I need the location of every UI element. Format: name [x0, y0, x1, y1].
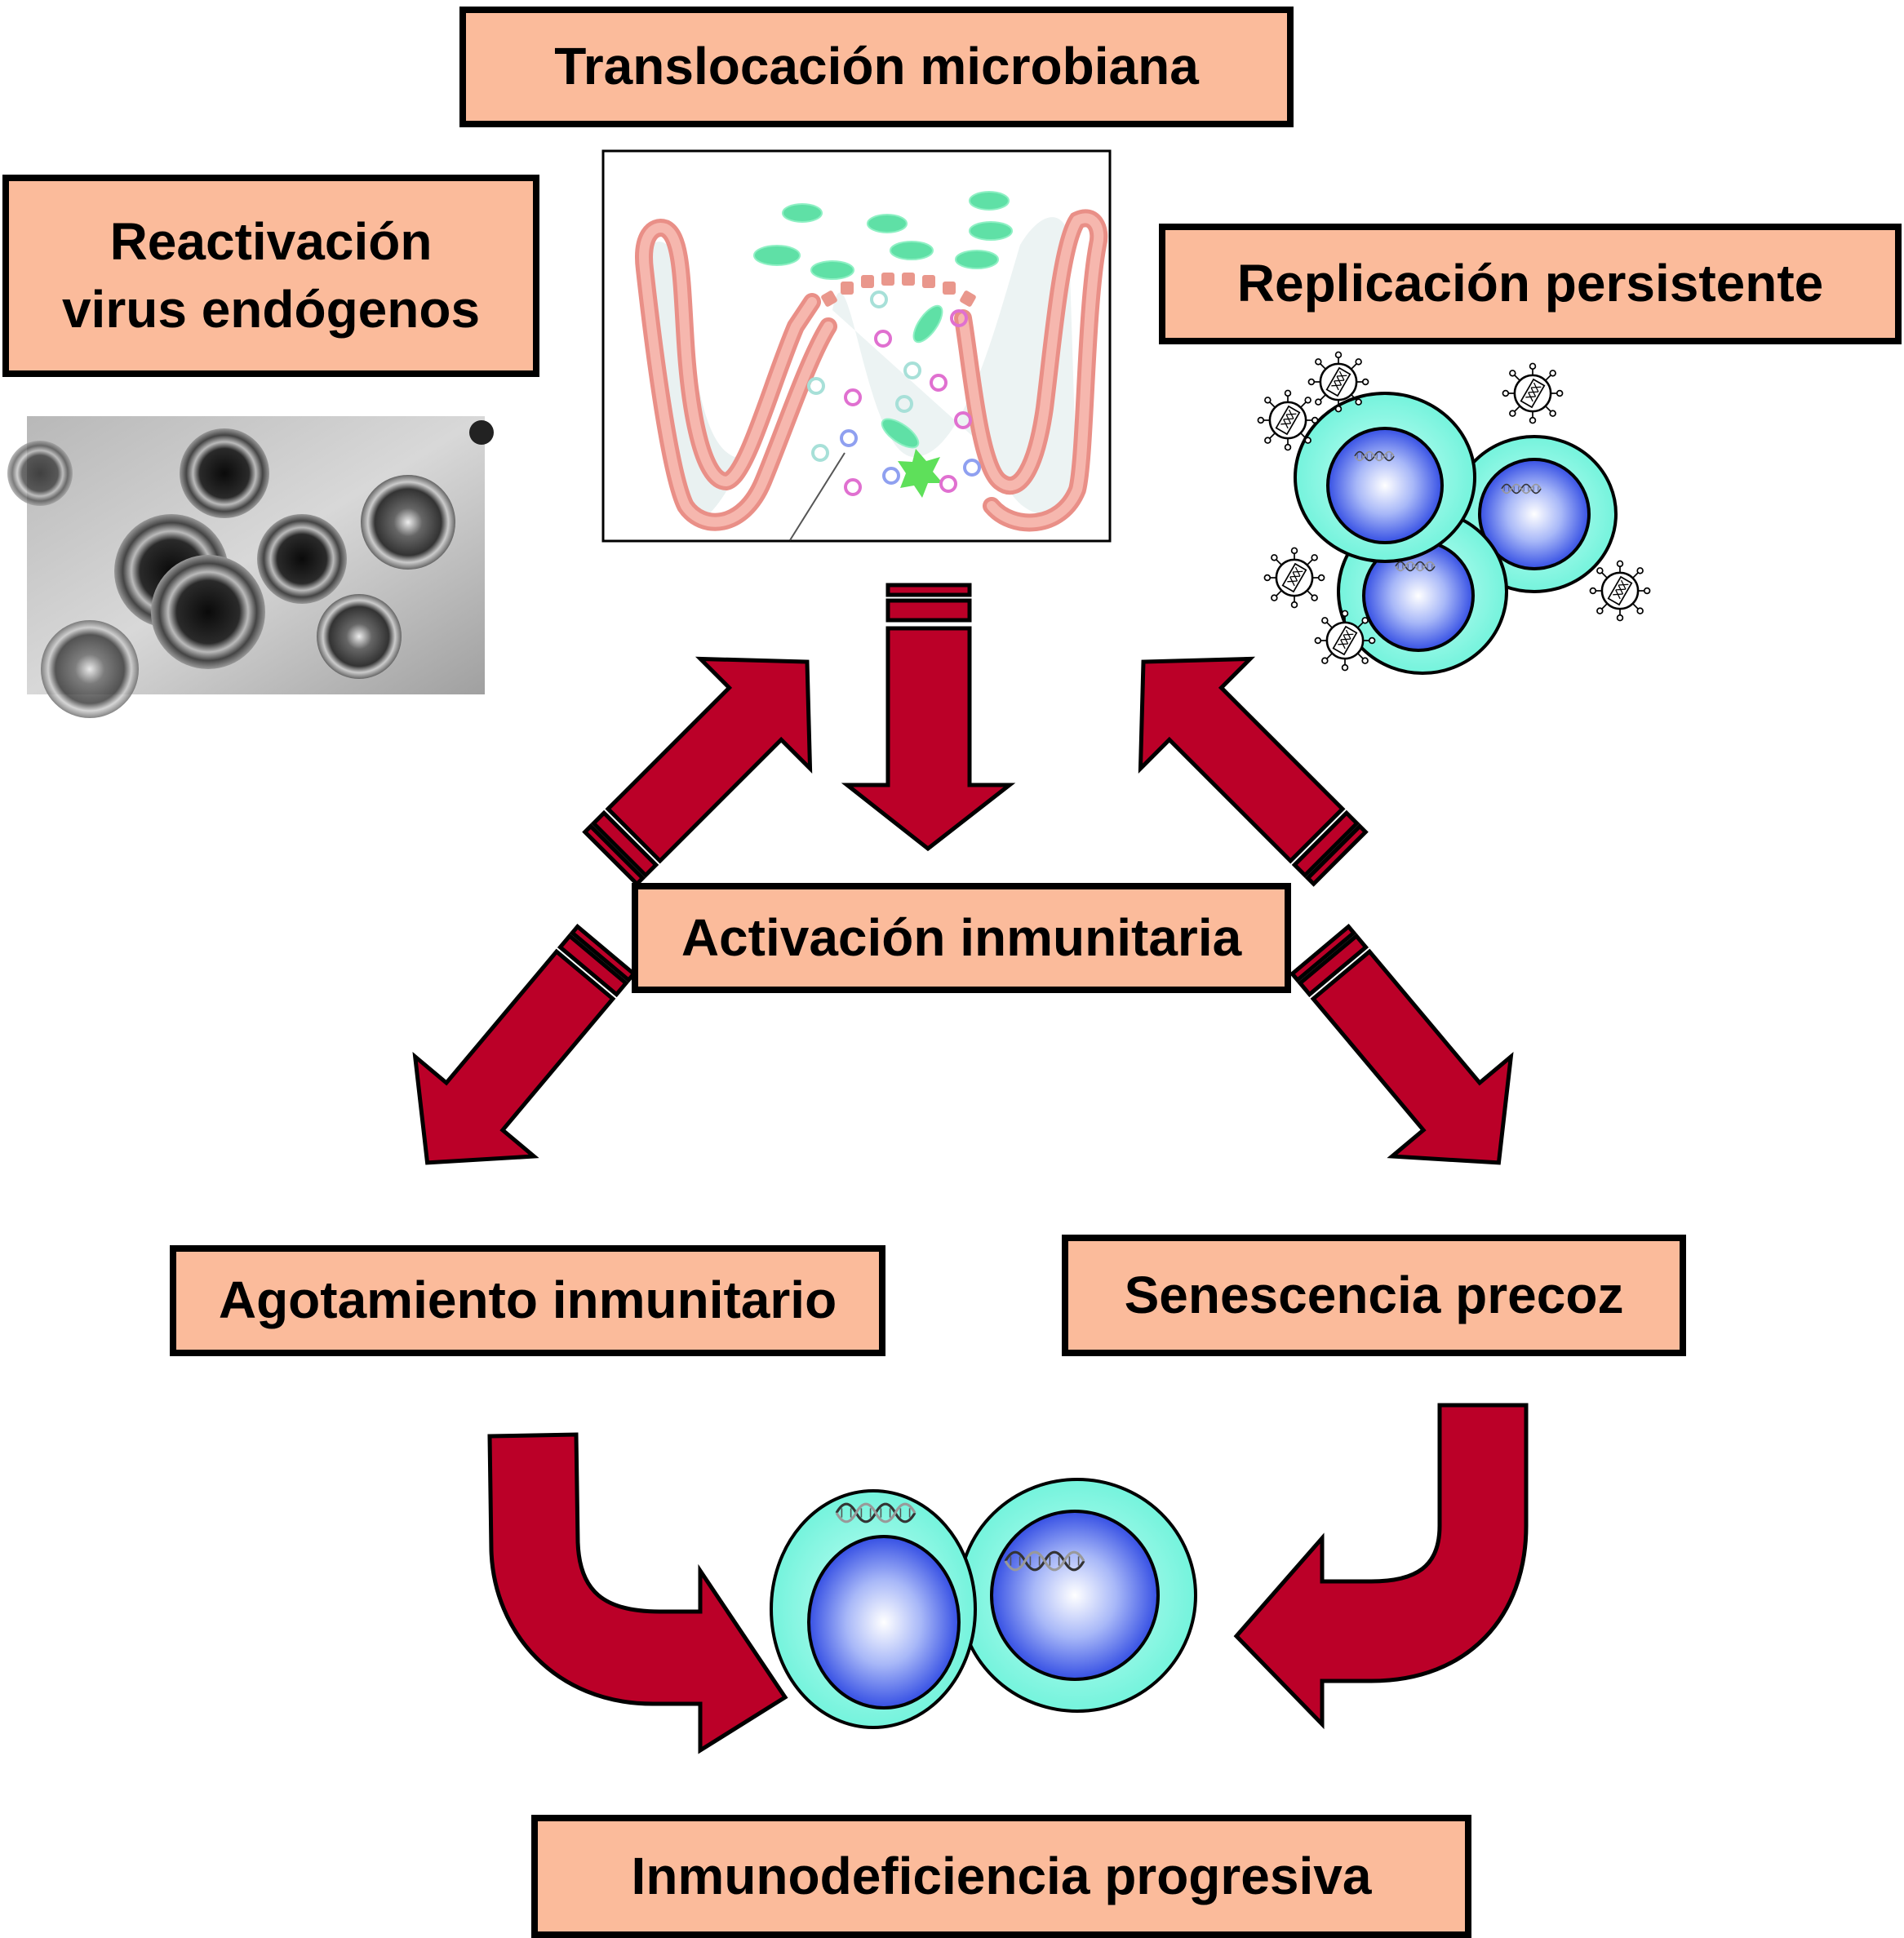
node-agotamiento-inmunitario: Agotamiento inmunitario [170, 1245, 885, 1356]
node-label-group: Reactivación virus endógenos [62, 208, 480, 344]
node-label-line1: Reactivación [109, 211, 433, 271]
node-translocacion-microbiana: Translocación microbiana [459, 7, 1294, 127]
electron-micrograph-image [7, 416, 494, 718]
arrow-agotamiento-to-inmunodeficiencia [487, 1432, 788, 1754]
arrow-senescencia-to-inmunodeficiencia [1233, 1403, 1529, 1730]
node-label: Replicación persistente [1236, 254, 1824, 313]
node-label-line2: virus endógenos [61, 280, 481, 339]
dividing-lymphocytes-image [770, 1478, 1197, 1729]
node-label: Activación inmunitaria [681, 907, 1242, 967]
infected-lymphocytes-image [1257, 351, 1651, 675]
arrow-activacion-to-agotamiento [412, 924, 637, 1165]
node-activacion-inmunitaria: Activación inmunitaria [632, 883, 1291, 993]
node-reactivacion-virus: Reactivación virus endógenos [2, 175, 539, 377]
node-replicacion-persistente: Replicación persistente [1159, 224, 1902, 344]
arrow-reactivacion-to-activacion [582, 656, 813, 887]
node-senescencia-precoz: Senescencia precoz [1062, 1235, 1686, 1356]
node-label: Inmunodeficiencia progresiva [631, 1846, 1372, 1905]
intestinal-villi-image [601, 149, 1112, 543]
arrow-translocacion-to-activacion [841, 583, 1016, 852]
arrow-replicacion-to-activacion [1138, 656, 1369, 887]
arrow-activacion-to-senescencia [1289, 924, 1514, 1165]
node-inmunodeficiencia-progresiva: Inmunodeficiencia progresiva [531, 1815, 1471, 1938]
node-label: Agotamiento inmunitario [218, 1271, 837, 1330]
node-label: Translocación microbiana [554, 37, 1199, 96]
node-label: Senescencia precoz [1124, 1265, 1624, 1324]
